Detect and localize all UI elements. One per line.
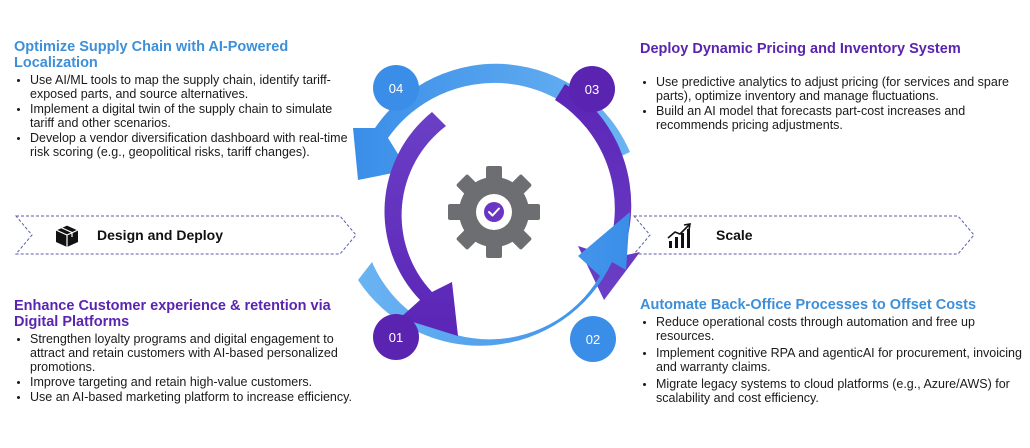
stage-label-scale: Scale [716,227,753,243]
block-04-list: Use AI/ML tools to map the supply chain,… [14,73,359,159]
list-item: Improve targeting and retain high-value … [30,375,359,389]
block-04-supply-chain: Optimize Supply Chain with AI-Powered Lo… [14,39,359,160]
block-03-title: Deploy Dynamic Pricing and Inventory Sys… [640,41,961,57]
list-item: Use an AI-based marketing platform to in… [30,390,359,404]
list-item: Build an AI model that forecasts part-co… [656,104,1020,132]
block-01-title: Enhance Customer experience & retention … [14,298,331,330]
gear-check-icon [448,166,540,258]
block-02-list: Reduce operational costs through automat… [640,315,1025,405]
stage-label-design-deploy: Design and Deploy [97,227,224,243]
list-item: Implement a digital twin of the supply c… [30,102,359,130]
stage-arrow-right [632,215,975,255]
block-03-list: Use predictive analytics to adjust prici… [640,75,1020,132]
list-item: Implement cognitive RPA and agenticAI fo… [656,346,1025,374]
list-item: Use predictive analytics to adjust prici… [656,75,1020,103]
block-01-customer-experience: Enhance Customer experience & retention … [14,298,359,405]
list-item: Strengthen loyalty programs and digital … [30,332,359,374]
list-item: Reduce operational costs through automat… [656,315,1025,343]
arrow-left-purple [384,112,458,336]
growth-chart-icon [666,222,694,255]
box-icon [54,223,80,254]
badge-04: 04 [373,65,419,111]
badge-01: 01 [373,314,419,360]
block-04-title: Optimize Supply Chain with AI-Powered Lo… [14,39,289,71]
block-02-back-office: Automate Back-Office Processes to Offset… [640,297,1025,408]
block-01-list: Strengthen loyalty programs and digital … [14,332,359,404]
block-03-dynamic-pricing: Deploy Dynamic Pricing and Inventory Sys… [640,41,1020,133]
list-item: Use AI/ML tools to map the supply chain,… [30,73,359,101]
list-item: Develop a vendor diversification dashboa… [30,131,359,159]
badge-02: 02 [570,316,616,362]
block-02-title: Automate Back-Office Processes to Offset… [640,297,977,313]
list-item: Migrate legacy systems to cloud platform… [656,377,1025,405]
badge-03: 03 [569,66,615,112]
stage-arrow-left [14,215,357,255]
